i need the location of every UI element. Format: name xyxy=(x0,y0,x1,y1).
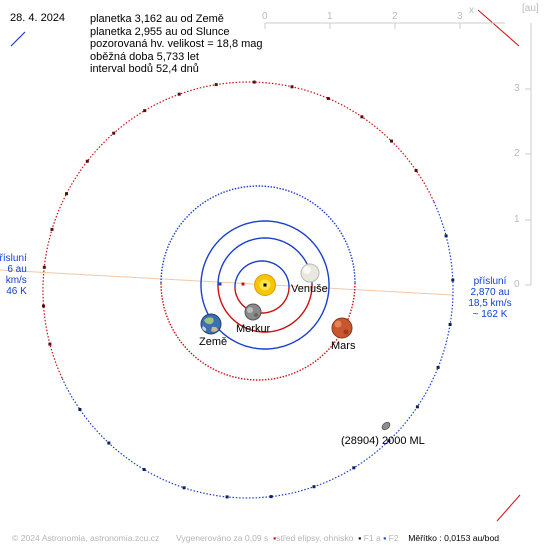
asteroid-orbit-point xyxy=(252,80,256,84)
asteroid-orbit-point xyxy=(360,115,364,119)
perihelion-left-speed: km/s xyxy=(5,275,27,286)
asteroid-orbit-point xyxy=(48,342,52,346)
asteroid-orbit-point xyxy=(177,92,181,96)
y-tick-1: 1 xyxy=(514,214,520,225)
coordinate-axes xyxy=(264,22,532,286)
y-tick-3: 3 xyxy=(514,83,520,94)
top-left-direction-line xyxy=(10,31,26,47)
asteroid-orbit-blue xyxy=(61,201,454,499)
footer-scale: Měřítko : 0,0153 au/bod xyxy=(408,533,500,543)
perihelion-right-title: přísluní xyxy=(473,276,507,287)
x-tick-3: 3 xyxy=(457,11,463,22)
asteroid-orbit-point xyxy=(444,234,448,238)
info-block: planetka 3,162 au od Země planetka 2,955… xyxy=(90,13,263,76)
asteroid-orbit-point xyxy=(436,365,440,369)
footer-copyright[interactable]: © 2024 Astronomia, astronomia.zcu.cz xyxy=(12,533,160,543)
x-tick-0: 0 xyxy=(262,11,268,22)
venus-planet xyxy=(300,263,320,283)
perihelion-right-info: přísluní 2,870 au 18,5 km/s ~ 162 K xyxy=(456,276,524,320)
perihelion-left-info: přísluní 6 au km/s 46 K xyxy=(0,253,27,297)
mercury-planet xyxy=(244,303,262,321)
x-axis-label: x xyxy=(469,5,474,16)
asteroid-orbit-point xyxy=(107,441,111,445)
asteroid-orbit-point xyxy=(269,495,273,499)
asteroid-orbit-point xyxy=(42,265,46,269)
asteroid-orbit-point xyxy=(225,495,229,499)
footer-legend-f2: F2 xyxy=(388,533,399,543)
info-distance-sun: planetka 2,955 au od Slunce xyxy=(90,25,230,38)
asteroid-orbit-point xyxy=(414,169,418,172)
info-period: oběžná doba 5,733 let xyxy=(90,50,199,63)
asteroid-orbit-point xyxy=(143,109,147,113)
footer-legend-center: střed elipsy, ohnisko xyxy=(276,533,354,543)
asteroid-orbit-point xyxy=(42,304,45,308)
perihelion-right-distance: 2,870 au xyxy=(470,287,510,298)
mars-planet xyxy=(331,317,353,339)
venus-label: Venuše xyxy=(291,283,328,295)
asteroid-orbit-point xyxy=(65,192,68,196)
earth-label: Země xyxy=(199,336,228,348)
y-tick-0: 0 xyxy=(514,279,520,290)
bottom-right-direction-line xyxy=(496,494,521,522)
footer: © 2024 Astronomia, astronomia.zcu.cz Vyg… xyxy=(12,533,499,543)
apsides-line xyxy=(0,269,454,296)
planet-orbits xyxy=(160,185,356,381)
unit-label: [au] xyxy=(522,3,539,14)
asteroid-body xyxy=(381,421,391,431)
asteroid-orbit-point xyxy=(182,486,186,490)
asteroid-orbit-point xyxy=(352,466,356,470)
info-magnitude: pozorovaná hv. velikost = 18,8 mag xyxy=(90,38,263,50)
asteroid-orbit-point xyxy=(312,485,316,489)
asteroid-orbit-point xyxy=(387,439,391,443)
earth-orbit xyxy=(200,220,330,350)
x-tick-1: 1 xyxy=(327,11,333,22)
asteroid-orbit-point xyxy=(448,323,452,326)
mercury-orbit-upper xyxy=(234,260,290,287)
perihelion-right-speed: 18,5 km/s xyxy=(468,298,512,309)
venus-orbit-upper xyxy=(217,237,313,285)
footer-generated: Vygenerováno za 0,09 s xyxy=(175,533,269,543)
asteroid-orbit-point xyxy=(451,278,455,282)
asteroid-orbit-point xyxy=(326,97,330,100)
perihelion-left-temp: 46 K xyxy=(6,286,27,297)
asteroid-orbit-point xyxy=(112,131,116,135)
venus-orbit-lower xyxy=(217,285,313,333)
asteroid-label: (28904) 2000 ML xyxy=(341,435,425,447)
asteroid-orbit-point xyxy=(415,405,419,409)
asteroid-orbit-point xyxy=(142,468,146,471)
asteroid-orbit xyxy=(42,80,455,499)
f2-marker-icon: ▪ xyxy=(383,533,387,543)
mars-label: Mars xyxy=(331,340,356,352)
asteroid-orbit-point xyxy=(50,227,54,231)
asteroid-orbit-point xyxy=(78,408,82,411)
focus-f2-marker xyxy=(218,282,222,286)
y-tick-2: 2 xyxy=(514,148,520,159)
perihelion-left-distance: 6 au xyxy=(7,264,27,275)
top-right-direction-line xyxy=(477,9,520,47)
x-tick-2: 2 xyxy=(392,11,398,22)
f1-marker-icon: ▪ xyxy=(358,533,362,543)
perihelion-right-temp: ~ 162 K xyxy=(472,309,508,320)
info-point-interval: interval bodů 52,4 dnů xyxy=(90,63,199,75)
perihelion-left-title: přísluní xyxy=(0,253,27,264)
mercury-label: Merkur xyxy=(236,323,271,335)
footer-legend-f1: F1 a xyxy=(363,533,381,543)
asteroid-orbit-point xyxy=(290,85,294,89)
info-distance-earth: planetka 3,162 au od Země xyxy=(90,13,224,25)
mars-orbit-upper xyxy=(160,185,356,283)
center-marker-icon: ▪ xyxy=(273,533,277,543)
asteroid-orbit-point xyxy=(85,159,89,163)
asteroid-orbit-point xyxy=(390,139,393,143)
ellipse-center-marker xyxy=(241,282,245,286)
mercury-orbit-lower xyxy=(234,287,290,314)
sun xyxy=(254,274,276,296)
earth-planet xyxy=(200,313,222,335)
asteroid-orbit-point xyxy=(214,83,218,87)
date-label: 28. 4. 2024 xyxy=(10,12,66,24)
